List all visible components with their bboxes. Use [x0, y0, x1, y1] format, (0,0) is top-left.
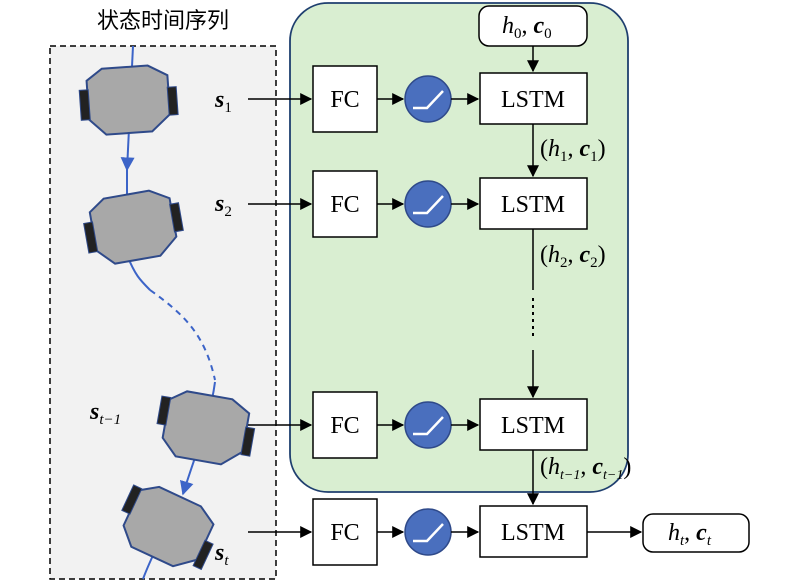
input-label-s1: s1	[214, 87, 232, 116]
svg-text:FC: FC	[330, 413, 359, 439]
fc-block: FC	[312, 391, 378, 459]
fc-block: FC	[312, 170, 378, 238]
relu-activation-icon	[404, 180, 452, 228]
fc-block: FC	[312, 65, 378, 133]
svg-text:ht, ct: ht, ct	[668, 520, 712, 549]
state-sequence-title: 状态时间序列	[97, 9, 229, 34]
svg-text:FC: FC	[330, 192, 359, 218]
hidden-state-label-t-1: (ht−1, ct−1)	[540, 454, 631, 483]
robot-icon	[156, 390, 256, 466]
svg-text:LSTM: LSTM	[501, 192, 565, 218]
svg-text:LSTM: LSTM	[501, 413, 565, 439]
hidden-state-label-2: (h2, c2)	[540, 242, 606, 271]
robot-icon	[78, 64, 179, 136]
svg-text:h0, c0: h0, c0	[502, 13, 552, 42]
lstm-block: LSTM	[479, 505, 588, 558]
input-label-st-1: st−1	[89, 399, 121, 428]
svg-text:FC: FC	[330, 87, 359, 113]
input-label-st: st	[214, 540, 229, 569]
hidden-state-label-1: (h1, c1)	[540, 136, 606, 165]
lstm-block: LSTM	[479, 72, 588, 125]
lstm-block: LSTM	[479, 398, 588, 451]
input-label-s2: s2	[214, 191, 232, 220]
robot-icon	[83, 189, 184, 265]
svg-text:LSTM: LSTM	[501, 520, 565, 546]
lstm-block: LSTM	[479, 177, 588, 230]
fc-block: FC	[312, 498, 378, 566]
relu-activation-icon	[404, 508, 452, 556]
initial-state-box: h0, c0	[478, 5, 588, 47]
svg-text:LSTM: LSTM	[501, 87, 565, 113]
output-state-box: ht, ct	[642, 513, 750, 553]
robot-icon	[121, 484, 215, 571]
svg-text:FC: FC	[330, 520, 359, 546]
relu-activation-icon	[404, 401, 452, 449]
relu-activation-icon	[404, 75, 452, 123]
